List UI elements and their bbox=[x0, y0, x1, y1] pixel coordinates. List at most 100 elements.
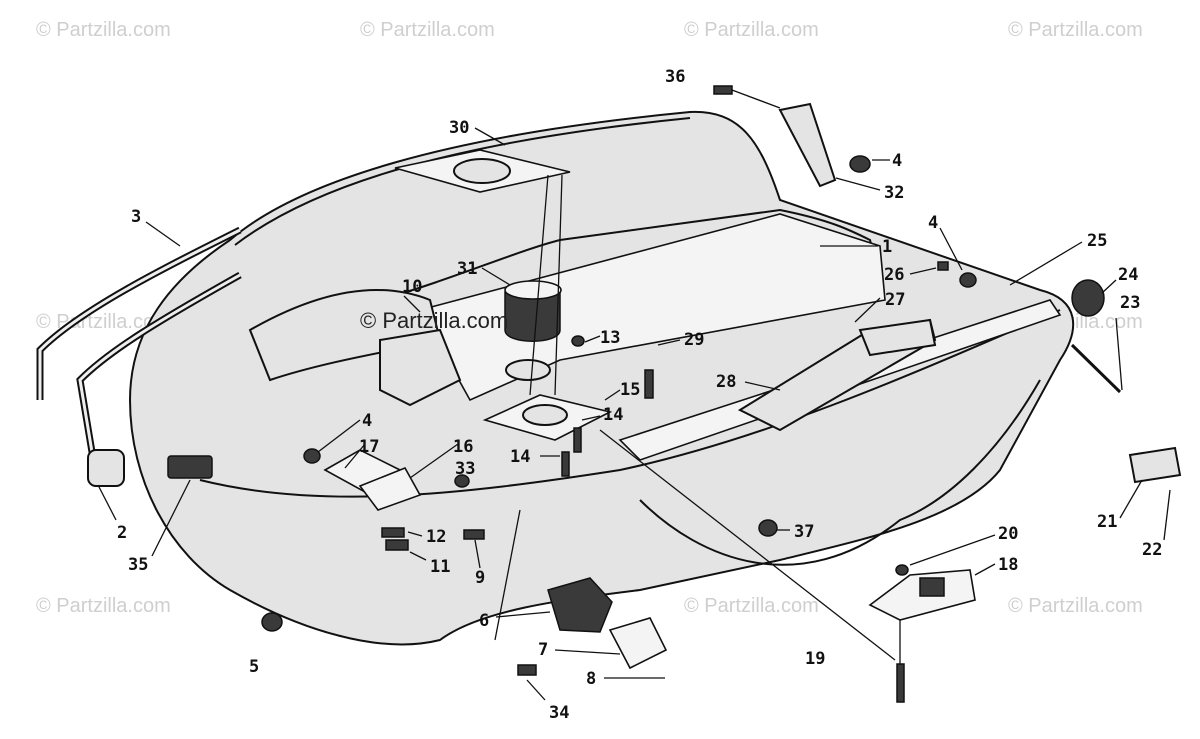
watermark-top-1: © Partzilla.com bbox=[36, 19, 171, 41]
callout-4-left: 4 bbox=[362, 411, 372, 431]
callout-2: 2 bbox=[117, 523, 127, 543]
emblem-35 bbox=[167, 455, 213, 479]
plate-30-hole bbox=[453, 158, 511, 184]
leader-30 bbox=[474, 127, 506, 146]
bolt-11 bbox=[385, 539, 409, 551]
body-shell bbox=[128, 110, 1074, 646]
callout-33: 33 bbox=[455, 459, 475, 479]
plate-15-hole bbox=[505, 359, 551, 381]
callout-15: 15 bbox=[620, 380, 640, 400]
callout-23: 23 bbox=[1120, 293, 1140, 313]
leader-26 bbox=[909, 267, 937, 275]
bolt-36 bbox=[713, 85, 733, 95]
callout-31: 31 bbox=[457, 259, 477, 279]
callout-4-right: 4 bbox=[928, 213, 938, 233]
leader-27 bbox=[854, 297, 881, 323]
steering-components bbox=[394, 149, 613, 441]
axis-line-2 bbox=[554, 174, 563, 396]
knob-24 bbox=[1071, 279, 1105, 317]
callout-27: 27 bbox=[885, 290, 905, 310]
nut-5 bbox=[261, 612, 283, 632]
leader-16 bbox=[409, 443, 459, 479]
axis-line-1 bbox=[529, 174, 549, 396]
leader-9 bbox=[474, 539, 481, 569]
callout-9: 9 bbox=[475, 568, 485, 588]
leader-32 bbox=[835, 177, 881, 191]
leader-17 bbox=[344, 443, 366, 469]
watermark-top-2: © Partzilla.com bbox=[360, 19, 495, 41]
watermark-bottom-1: © Partzilla.com bbox=[36, 595, 171, 617]
leader-long-19 bbox=[599, 429, 896, 661]
leader-4c bbox=[317, 419, 361, 453]
watermark-center: © Partzilla.com bbox=[360, 308, 508, 333]
rivet-14a bbox=[573, 427, 582, 453]
light-18 bbox=[919, 577, 945, 597]
rivet-14b bbox=[561, 451, 570, 477]
leader-25 bbox=[1009, 241, 1083, 286]
leader-lines bbox=[97, 89, 1171, 701]
rivet-29 bbox=[644, 369, 654, 399]
callout-14-upper: 14 bbox=[603, 405, 623, 425]
boot-31-top bbox=[504, 280, 562, 300]
leader-18 bbox=[974, 563, 996, 576]
callout-19: 19 bbox=[805, 649, 825, 669]
leader-23 bbox=[1115, 317, 1123, 391]
leader-22 bbox=[1163, 489, 1171, 541]
leader-13 bbox=[584, 335, 601, 343]
bracket-plate-10 bbox=[379, 328, 462, 407]
callout-17: 17 bbox=[359, 437, 379, 457]
leader-24 bbox=[1101, 279, 1117, 294]
callout-7: 7 bbox=[538, 640, 548, 660]
trim-strip-2-inner bbox=[78, 273, 241, 471]
lower-pan-line bbox=[199, 309, 1061, 498]
callout-26: 26 bbox=[884, 265, 904, 285]
dash-panel-edge bbox=[377, 208, 882, 382]
bracket-27 bbox=[858, 318, 937, 357]
reflector-21 bbox=[1128, 446, 1182, 484]
callout-10: 10 bbox=[402, 277, 422, 297]
dash-panel bbox=[418, 213, 886, 402]
callout-6: 6 bbox=[479, 611, 489, 631]
nut-4-right bbox=[959, 272, 977, 288]
callout-4-top: 4 bbox=[892, 151, 902, 171]
callout-21: 21 bbox=[1097, 512, 1117, 532]
leader-35 bbox=[151, 479, 191, 557]
callout-1: 1 bbox=[882, 237, 892, 257]
nut-4-left bbox=[303, 448, 321, 464]
leader-4b bbox=[939, 227, 963, 271]
callout-34: 34 bbox=[549, 703, 569, 723]
callout-32: 32 bbox=[884, 183, 904, 203]
trim-strip-3-inner bbox=[38, 228, 241, 400]
nut-13 bbox=[571, 335, 585, 347]
nut-4-top bbox=[849, 155, 871, 173]
leader-21 bbox=[1119, 479, 1143, 519]
leader-36 bbox=[731, 89, 781, 109]
belly-pan-line bbox=[639, 379, 1041, 566]
callout-14-lower: 14 bbox=[510, 447, 530, 467]
leader-15 bbox=[604, 389, 621, 401]
callout-36: 36 bbox=[665, 67, 685, 87]
plate-15-ring bbox=[522, 404, 568, 426]
bolt-23 bbox=[1070, 343, 1122, 394]
nut-33 bbox=[454, 474, 470, 488]
leader-3 bbox=[145, 221, 181, 247]
bolt-12 bbox=[381, 527, 405, 538]
callout-8: 8 bbox=[586, 669, 596, 689]
callout-labels: 36 30 4 32 3 4 1 25 26 24 31 10 27 23 13… bbox=[117, 67, 1162, 723]
leader-14a bbox=[581, 415, 601, 421]
callout-22: 22 bbox=[1142, 540, 1162, 560]
nut-20 bbox=[895, 564, 909, 576]
callout-16: 16 bbox=[453, 437, 473, 457]
callout-12: 12 bbox=[426, 527, 446, 547]
watermark-bottom-4: © Partzilla.com bbox=[1008, 595, 1143, 617]
callout-11: 11 bbox=[430, 557, 450, 577]
callout-29: 29 bbox=[684, 330, 704, 350]
callout-18: 18 bbox=[998, 555, 1018, 575]
leader-6 bbox=[495, 611, 551, 618]
leader-10 bbox=[403, 295, 421, 313]
callout-30: 30 bbox=[449, 118, 469, 138]
leader-12 bbox=[407, 531, 423, 537]
callout-28: 28 bbox=[716, 372, 736, 392]
leader-long-34 bbox=[494, 509, 521, 641]
bracket-16 bbox=[358, 466, 422, 511]
